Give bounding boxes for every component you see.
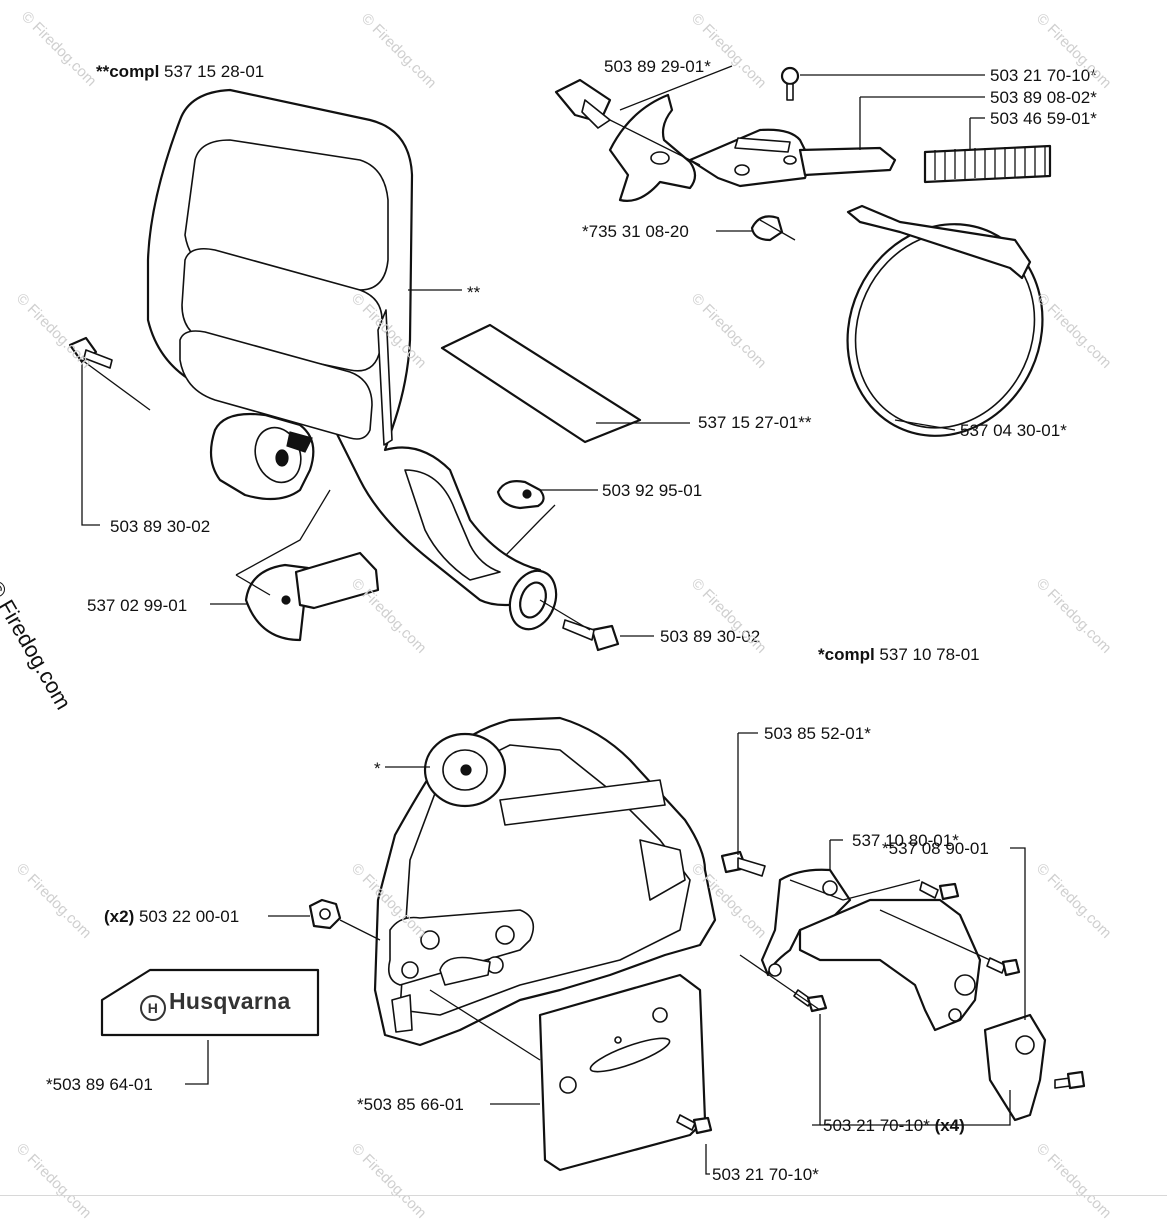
clutch-cover xyxy=(373,716,717,1047)
brake-linkage xyxy=(554,66,1052,242)
label-735-31-08-20: *735 31 08-20 xyxy=(582,222,689,241)
brake-cam xyxy=(244,551,380,642)
label-503-22-00-01: (x2) 503 22 00-01 xyxy=(104,907,240,926)
label-503-85-66-01: *503 85 66-01 xyxy=(357,1095,464,1114)
label-compl-mid: *compl 537 10 78-01 xyxy=(818,645,980,664)
label-503-46-59-01: 503 46 59-01* xyxy=(990,109,1097,128)
label-503-89-30-02-left: 503 89 30-02 xyxy=(110,517,211,536)
label-503-89-29-01: 503 89 29-01* xyxy=(604,57,711,76)
label-537-02-99-01: 537 02 99-01 xyxy=(87,596,188,615)
leader-lines xyxy=(81,65,1026,1175)
label-537-10-80-01: 537 10 80-01* xyxy=(852,831,959,850)
spring-clip xyxy=(496,480,545,510)
screw-left xyxy=(68,336,113,369)
label-503-21-70-10-top: 503 21 70-10* xyxy=(990,66,1097,85)
label-503-21-70-10-x4: 503 21 70-10* (x4) xyxy=(823,1116,965,1135)
label-537-08-90-01: *537 08 90-01 xyxy=(882,839,989,858)
chain-guard xyxy=(760,868,1047,1122)
hand-guard xyxy=(146,88,558,631)
guide-plate xyxy=(538,973,707,1172)
label-537-15-27-01: 537 15 27-01** xyxy=(698,413,812,432)
label-compl-top: **compl 537 15 28-01 xyxy=(96,62,265,81)
label-503-89-30-02-bottom: 503 89 30-02 xyxy=(660,627,761,646)
label-503-85-52-01: 503 85 52-01* xyxy=(764,724,871,743)
decal-sheet xyxy=(440,323,642,444)
stud xyxy=(720,850,766,877)
label-503-89-08-02: 503 89 08-02* xyxy=(990,88,1097,107)
label-single-star-marker: * xyxy=(374,759,381,778)
label-503-89-64-01: *503 89 64-01 xyxy=(46,1075,153,1094)
screw-bottom xyxy=(562,619,620,652)
label-537-04-30-01: 537 04 30-01* xyxy=(960,421,1067,440)
bottom-divider xyxy=(0,1195,1167,1196)
label-double-star-marker: ** xyxy=(467,283,481,302)
label-503-21-70-10-bottom: 503 21 70-10* xyxy=(712,1165,819,1184)
brake-band xyxy=(846,204,1044,437)
nut xyxy=(308,898,342,930)
husqvarna-crown-icon: H xyxy=(140,995,166,1021)
label-503-92-95-01: 503 92 95-01 xyxy=(602,481,703,500)
